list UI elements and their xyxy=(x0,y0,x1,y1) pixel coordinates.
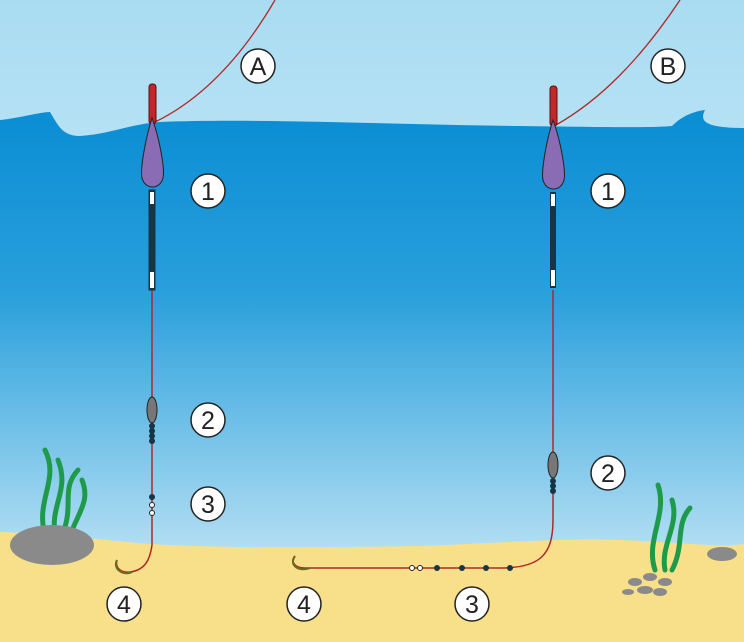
float-stem xyxy=(550,192,556,288)
label-rig-b: B xyxy=(650,48,686,84)
svg-text:2: 2 xyxy=(201,407,215,435)
label-swivel-b: 3 xyxy=(454,586,490,622)
svg-text:1: 1 xyxy=(601,178,615,206)
label-swivel-a: 3 xyxy=(190,486,226,522)
seaweed-right xyxy=(649,482,693,573)
pebbles xyxy=(622,547,737,596)
bottom-beads xyxy=(434,565,513,571)
svg-text:A: A xyxy=(250,53,267,81)
svg-text:3: 3 xyxy=(465,591,479,619)
label-hook-b: 4 xyxy=(286,586,322,622)
label-hook-a: 4 xyxy=(106,586,142,622)
bead xyxy=(149,494,155,500)
svg-text:B: B xyxy=(660,53,677,81)
svg-text:1: 1 xyxy=(201,178,215,206)
label-sinker-b: 2 xyxy=(590,455,626,491)
shot-beads xyxy=(550,478,556,494)
shot-beads xyxy=(149,423,155,444)
swivel xyxy=(149,502,155,516)
rig-b xyxy=(291,0,681,571)
label-rig-a: A xyxy=(240,48,276,84)
svg-text:4: 4 xyxy=(297,591,311,619)
swivel xyxy=(409,565,423,571)
label-float-a: 1 xyxy=(190,173,226,209)
svg-text:2: 2 xyxy=(601,460,615,488)
fishing-line xyxy=(555,0,681,126)
rock xyxy=(10,525,94,565)
sand xyxy=(0,532,744,642)
label-sinker-a: 2 xyxy=(190,402,226,438)
svg-text:4: 4 xyxy=(117,591,131,619)
rig-a xyxy=(114,0,276,575)
sinker xyxy=(547,451,559,479)
water xyxy=(0,110,744,642)
svg-text:3: 3 xyxy=(201,491,215,519)
float-body xyxy=(542,118,565,190)
float-stem xyxy=(148,189,156,291)
sinker xyxy=(146,396,158,424)
hook xyxy=(114,559,133,575)
float-body xyxy=(141,116,164,188)
hook xyxy=(291,555,311,571)
fishing-line xyxy=(154,0,276,123)
label-float-b: 1 xyxy=(590,173,626,209)
